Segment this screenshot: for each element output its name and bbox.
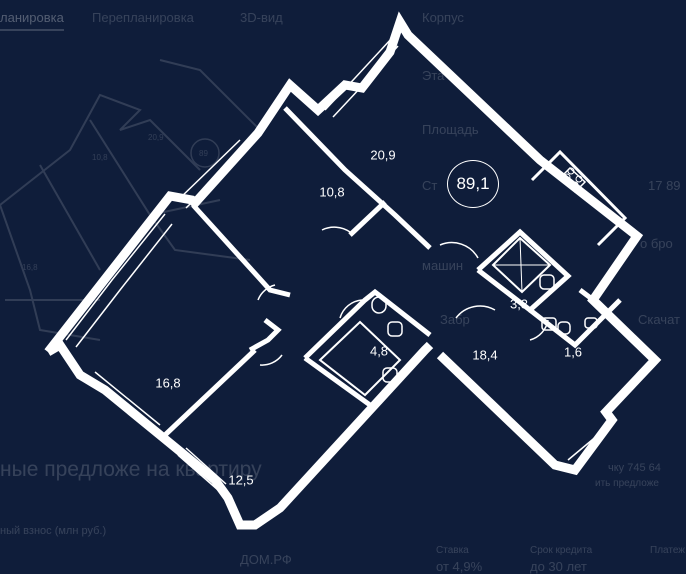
door-swing bbox=[439, 241, 479, 259]
interior-wall bbox=[303, 288, 432, 360]
download-button[interactable]: Скачат bbox=[638, 312, 680, 327]
room-area-label: 12,5 bbox=[228, 472, 254, 488]
room-area-label: 20,9 bbox=[370, 147, 396, 163]
rate-label: Ставка bbox=[436, 545, 469, 556]
door-swing bbox=[339, 299, 363, 319]
floor-label: Эта bbox=[422, 68, 445, 83]
bank-name: ДОМ.РФ bbox=[240, 552, 292, 567]
term-label: Срок кредита bbox=[530, 545, 593, 556]
room-area-label: 1,6 bbox=[563, 344, 583, 360]
corpus-label: Корпус bbox=[422, 10, 464, 25]
room-area-label: 18,4 bbox=[472, 347, 498, 363]
ghost-room-label: 20,9 bbox=[148, 133, 164, 142]
tab-layout[interactable]: ланировка bbox=[0, 10, 64, 31]
ghost-room-label: 16,8 bbox=[22, 263, 38, 272]
room-area-label: 3,3 bbox=[509, 296, 529, 312]
ghost-room-label: 10,8 bbox=[92, 153, 108, 162]
interior-wall bbox=[303, 355, 372, 408]
interior-wall bbox=[528, 298, 622, 349]
room-area-label: 10,8 bbox=[319, 184, 345, 200]
finance-text-1: о бро bbox=[640, 236, 673, 251]
interior-wall bbox=[191, 203, 291, 298]
total-area-badge: 89,1 bbox=[447, 160, 499, 208]
down-payment-label: ный взнос (млн руб.) bbox=[0, 525, 107, 537]
payment-label: Платеж bbox=[650, 545, 685, 556]
interior-wall bbox=[578, 288, 602, 307]
outer-wall bbox=[45, 338, 434, 530]
tab-3d-view[interactable]: 3D-вид bbox=[240, 10, 283, 25]
phone-text[interactable]: чку 745 64 bbox=[608, 462, 661, 474]
price-label: Ст bbox=[422, 178, 438, 193]
interior-wall bbox=[163, 348, 257, 437]
finance-text-2: машин bbox=[422, 258, 464, 273]
door-swing bbox=[455, 305, 496, 319]
ghost-area-label: 89 bbox=[199, 149, 208, 158]
interior-wall bbox=[248, 318, 282, 353]
interior-wall bbox=[283, 106, 432, 250]
room-area-label: 16,8 bbox=[155, 375, 181, 391]
door-swing bbox=[259, 354, 283, 366]
door-swing bbox=[567, 424, 611, 461]
phone-subtext: ить предложе bbox=[595, 478, 659, 489]
tab-replanning[interactable]: Перепланировка bbox=[92, 10, 194, 25]
interior-wall bbox=[348, 200, 387, 237]
book-button[interactable]: Забр bbox=[440, 312, 470, 327]
interior-wall bbox=[476, 228, 572, 314]
door-swing bbox=[529, 319, 549, 341]
price-value: 17 89 bbox=[648, 178, 681, 193]
room-area-label: 4,8 bbox=[369, 343, 389, 359]
kitchen-counter bbox=[530, 149, 628, 247]
total-area-value: 89,1 bbox=[456, 174, 490, 193]
outer-wall bbox=[44, 11, 662, 476]
door-swing bbox=[257, 284, 276, 301]
area-label: Площадь bbox=[422, 122, 479, 137]
door-swing bbox=[321, 226, 351, 233]
